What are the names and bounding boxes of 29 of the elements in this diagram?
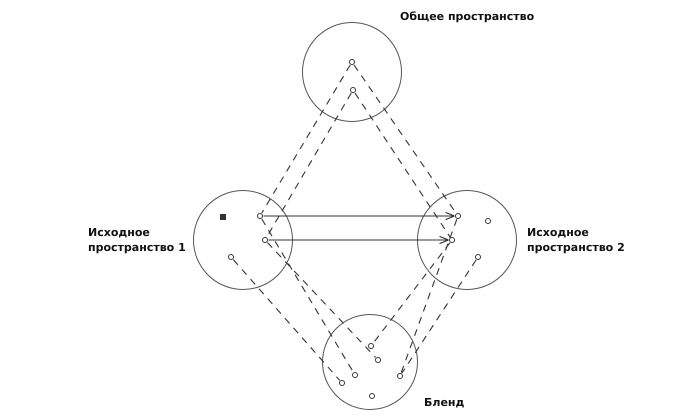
mapping-line bbox=[267, 242, 376, 358]
arrow bbox=[264, 212, 456, 220]
element-dot bbox=[374, 356, 381, 363]
element-dot bbox=[454, 212, 461, 219]
element-dot bbox=[448, 236, 455, 243]
element-dot bbox=[338, 380, 345, 386]
element-dot bbox=[256, 212, 263, 219]
mapping-line bbox=[261, 64, 351, 214]
element-dot bbox=[368, 392, 375, 399]
element-dot bbox=[348, 58, 355, 65]
element-dot bbox=[262, 236, 268, 243]
mapping-line bbox=[401, 260, 477, 374]
element-dot bbox=[484, 218, 491, 224]
element-dot bbox=[368, 342, 374, 349]
mapping-line bbox=[400, 219, 458, 373]
space-label: Бленд bbox=[424, 396, 466, 411]
space-label: Исходное пространство 2 bbox=[527, 226, 626, 256]
mapping-line bbox=[261, 218, 354, 372]
space-label: Исходное пространство 1 bbox=[88, 226, 187, 256]
element-dot bbox=[352, 372, 358, 378]
mapping-line bbox=[232, 259, 340, 381]
arrow bbox=[268, 236, 450, 244]
element-dot bbox=[474, 254, 481, 260]
mapping-line bbox=[372, 242, 450, 344]
element-dot bbox=[396, 372, 403, 379]
element-dot bbox=[228, 254, 234, 260]
space-label: Общее пространство bbox=[400, 10, 536, 25]
mapping-line bbox=[354, 92, 451, 238]
element-dot bbox=[350, 86, 356, 93]
